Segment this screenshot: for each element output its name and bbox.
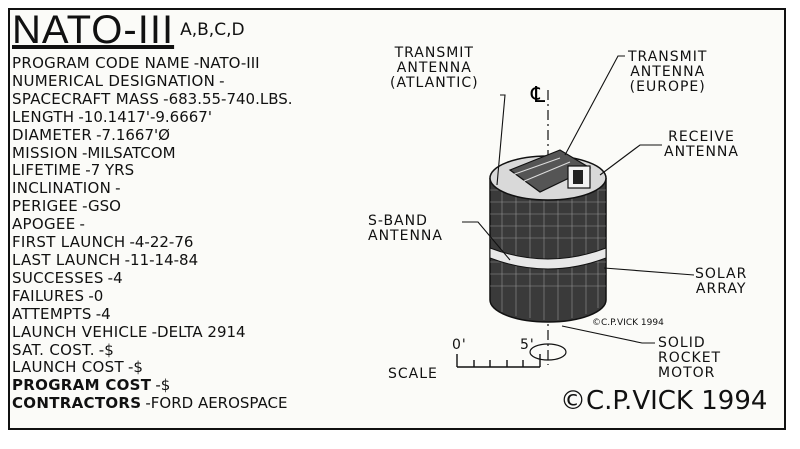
spec-value: -$ <box>127 358 143 377</box>
spec-label: INCLINATION <box>12 179 112 198</box>
spec-label: DIAMETER <box>12 125 93 144</box>
spec-row: SAT. COST.-$ <box>12 340 392 360</box>
spec-value: -$ <box>98 340 114 359</box>
spec-row: LENGTH-10.1417'-9.6667' <box>12 107 392 127</box>
spec-row: LAST LAUNCH-11-14-84 <box>12 250 392 270</box>
spec-label: SPACECRAFT MASS <box>12 89 160 108</box>
spec-label: PROGRAM COST <box>12 376 152 395</box>
spec-label: LIFETIME <box>12 161 82 180</box>
spec-value: -FORD AEROSPACE <box>145 394 288 413</box>
label-s-band-antenna: S-BAND ANTENNA <box>368 213 443 244</box>
centerline-symbol: ℄ <box>530 83 546 108</box>
leader-lines <box>462 55 695 344</box>
spec-value: -4 <box>107 268 123 287</box>
spec-row: LIFETIME-7 YRS <box>12 161 392 180</box>
spec-row: LAUNCH VEHICLE-DELTA 2914 <box>12 322 392 342</box>
title-variants: A,B,C,D <box>180 20 245 40</box>
signature: ©C.P.VICK 1994 <box>560 386 768 416</box>
spec-row: SPACECRAFT MASS-683.55-740.LBS. <box>12 89 392 109</box>
spec-value: -MILSATCOM <box>81 143 176 162</box>
spec-row: PERIGEE-GSO <box>12 197 392 216</box>
spec-row: PROGRAM CODE NAME-NATO-III <box>12 54 392 73</box>
spec-value: -4 <box>95 304 111 323</box>
spec-value: -11-14-84 <box>124 250 199 269</box>
spec-label: SAT. COST. <box>12 340 95 359</box>
spec-value: -GSO <box>82 197 121 216</box>
spec-value: -683.55-740.LBS. <box>163 89 293 108</box>
label-solid-rocket-motor: SOLID ROCKET MOTOR <box>658 335 722 381</box>
scale-start: 0' <box>452 337 467 353</box>
spec-row: MISSION-MILSATCOM <box>12 143 392 163</box>
spec-row: INCLINATION- <box>12 179 392 198</box>
spec-row: APOGEE- <box>12 215 392 234</box>
spec-label: FAILURES <box>12 286 85 305</box>
spec-label: APOGEE <box>12 215 76 234</box>
spec-value: - <box>219 71 225 90</box>
spec-label: LENGTH <box>12 107 75 126</box>
spec-label: NUMERICAL DESIGNATION <box>12 71 216 90</box>
spec-label: PERIGEE <box>12 197 79 216</box>
label-transmit-antenna-europe: TRANSMIT ANTENNA (EUROPE) <box>628 49 708 95</box>
spec-row: ATTEMPTS-4 <box>12 304 392 324</box>
spec-label: SUCCESSES <box>12 268 104 287</box>
spec-label: LAST LAUNCH <box>12 250 121 269</box>
spec-value: -7 YRS <box>85 161 135 180</box>
spec-value: - <box>79 215 85 234</box>
spec-label: PROGRAM CODE NAME <box>12 54 190 72</box>
scale-bar <box>456 354 541 368</box>
spec-value: -$ <box>155 376 171 395</box>
spec-row: DIAMETER-7.1667'Ø <box>12 125 392 145</box>
spec-row: LAUNCH COST-$ <box>12 358 392 377</box>
spec-label: FIRST LAUNCH <box>12 233 126 252</box>
label-receive-antenna: RECEIVE ANTENNA <box>664 129 739 160</box>
spec-value: -10.1417'-9.6667' <box>78 107 212 126</box>
spec-row: CONTRACTORS-FORD AEROSPACE <box>12 394 392 413</box>
scale-end: 5' <box>520 337 535 353</box>
spec-label: CONTRACTORS <box>12 394 142 413</box>
label-transmit-antenna-atlantic: TRANSMIT ANTENNA (ATLANTIC) <box>390 45 479 91</box>
spec-value: -4-22-76 <box>129 233 194 252</box>
spec-value: -0 <box>88 286 104 305</box>
spec-label: LAUNCH VEHICLE <box>12 322 148 341</box>
spec-value: - <box>115 179 121 198</box>
scale-label: SCALE <box>388 366 438 382</box>
spec-value: -7.1667'Ø <box>96 125 170 144</box>
title-main: NATO-III <box>12 8 175 52</box>
spec-value: -DELTA 2914 <box>151 322 246 341</box>
small-signature: ©C.P.VICK 1994 <box>592 318 664 328</box>
spec-row: SUCCESSES-4 <box>12 268 392 288</box>
spec-value: -NATO-III <box>193 54 260 72</box>
spec-label: ATTEMPTS <box>12 304 92 323</box>
spec-row: FIRST LAUNCH-4-22-76 <box>12 233 392 252</box>
spec-row: FAILURES-0 <box>12 286 392 306</box>
spec-label: MISSION <box>12 143 78 162</box>
spec-card <box>8 8 786 430</box>
label-solar-array: SOLAR ARRAY <box>695 266 748 297</box>
spec-label: LAUNCH COST <box>12 358 124 377</box>
spec-row: NUMERICAL DESIGNATION- <box>12 71 392 91</box>
satellite-body <box>489 149 607 361</box>
spec-row: PROGRAM COST-$ <box>12 376 392 395</box>
